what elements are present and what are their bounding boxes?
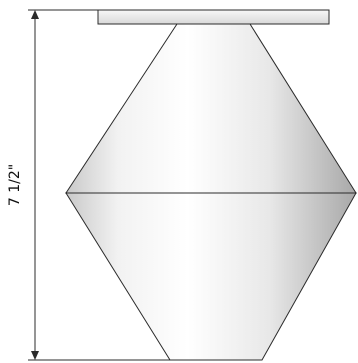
- mounting-plate: [97, 9, 330, 25]
- dimension-arrow-down-icon: [31, 351, 39, 360]
- dimension-arrow-up-icon: [31, 10, 39, 19]
- upper-cone: [65, 23, 357, 194]
- lower-cone: [65, 192, 357, 361]
- dimension-label: 7 1/2": [7, 164, 23, 206]
- dimension-group: [28, 9, 170, 361]
